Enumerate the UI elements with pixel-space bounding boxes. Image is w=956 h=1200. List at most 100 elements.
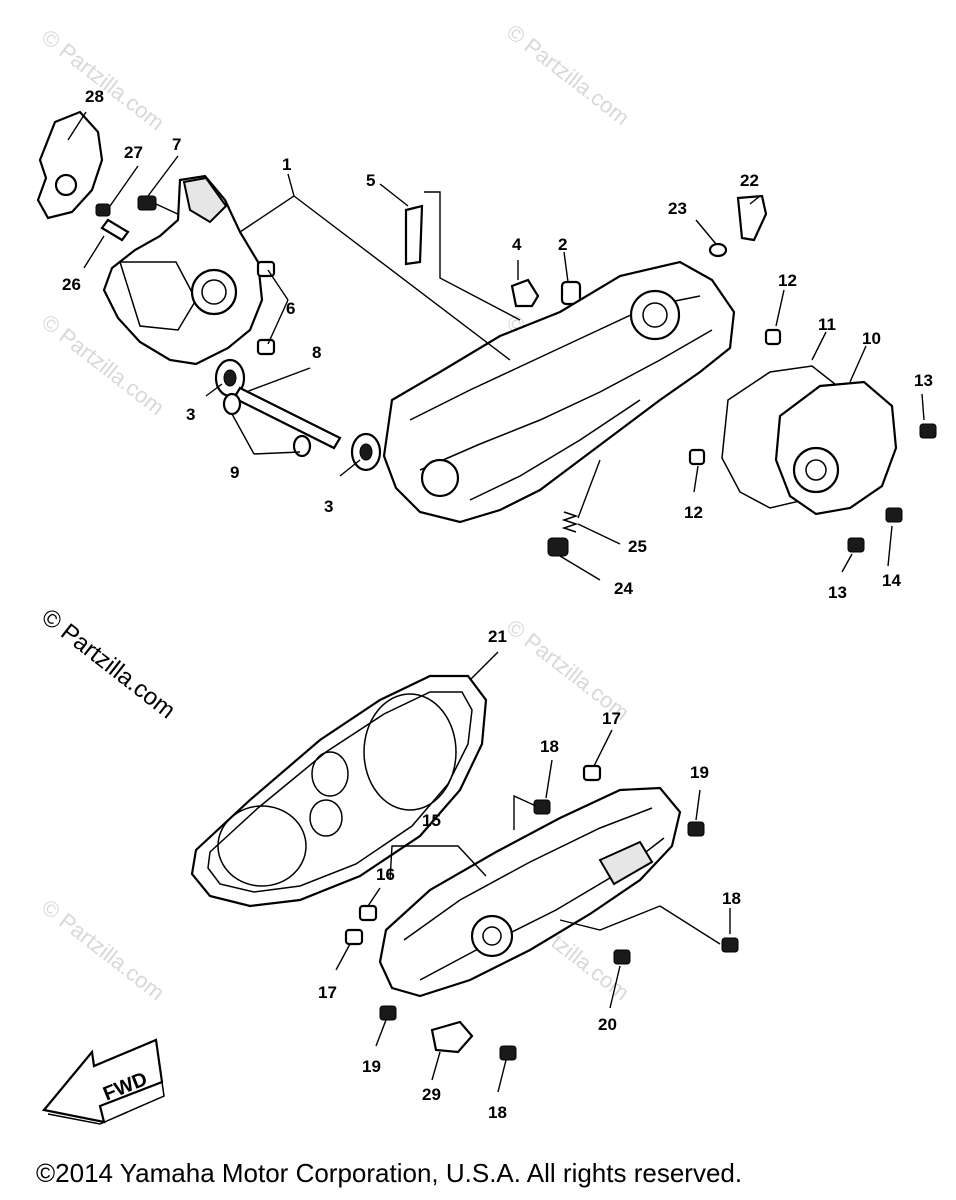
callout-4: 4	[512, 235, 522, 254]
callout-9: 9	[230, 463, 239, 482]
part-10-cover-boss	[792, 446, 840, 494]
part-15-cover-vent	[598, 840, 654, 886]
callout-27: 27	[124, 143, 143, 162]
callout-16: 16	[376, 865, 395, 884]
part-3-bearing-center	[359, 443, 373, 461]
callout-17: 17	[318, 983, 337, 1002]
crankcase-left	[102, 174, 264, 366]
callout-8: 8	[312, 343, 321, 362]
part-12-dowel	[688, 448, 706, 466]
part-19-bolt	[379, 1005, 397, 1021]
callout-26: 26	[62, 275, 81, 294]
part-4-fitting	[510, 278, 540, 308]
part-24-bolt	[547, 537, 569, 557]
callout-3: 3	[186, 405, 195, 424]
part-9-washer	[222, 392, 242, 416]
part-22-plug	[736, 194, 768, 242]
callout-29: 29	[422, 1085, 441, 1104]
callout-18: 18	[540, 737, 559, 756]
callout-23: 23	[668, 199, 687, 218]
callout-1: 1	[282, 155, 291, 174]
watermark-text: © Partzilla.com	[37, 24, 169, 135]
part-28-plate	[36, 110, 104, 220]
crankcase-main-boss	[420, 458, 460, 498]
callout-12: 12	[778, 271, 797, 290]
watermark-text-large: © Partzilla.com	[36, 603, 180, 724]
part-10-cover-boss-inner	[805, 459, 827, 481]
part-26-clip	[100, 218, 130, 242]
part-3-bearing-center	[223, 369, 237, 387]
callout-15: 15	[422, 811, 441, 830]
part-18-bolt	[721, 937, 739, 953]
callout-25: 25	[628, 537, 647, 556]
part-16-dowel	[358, 904, 378, 922]
callout-22: 22	[740, 171, 759, 190]
crankcase-left-bore-inner	[201, 279, 227, 305]
part-13-bolt	[919, 423, 937, 439]
part-2-collar	[560, 280, 582, 306]
crankcase-left-bore	[190, 268, 238, 316]
part-5-pin	[404, 204, 424, 266]
callout-19: 19	[362, 1057, 381, 1076]
part-10-cover	[774, 380, 898, 516]
part-19-bolt	[687, 821, 705, 837]
part-15-cover-boss-inner	[482, 926, 502, 946]
part-6-dowel	[256, 260, 276, 278]
part-17-dowel	[582, 764, 602, 782]
callout-5: 5	[366, 171, 375, 190]
part-7-bolt	[137, 195, 157, 211]
part-15-cover	[378, 786, 682, 998]
part-28-hole	[54, 173, 78, 197]
part-29-clamp	[430, 1020, 474, 1054]
part-13-bolt	[847, 537, 865, 553]
part-12-dowel	[764, 328, 782, 346]
callout-17: 17	[602, 709, 621, 728]
part-21-gasket-hole	[311, 751, 349, 797]
leader-lines-upper	[67, 111, 925, 581]
callout-18: 18	[488, 1103, 507, 1122]
crankcase-main-boss-inner	[642, 302, 668, 328]
callout-21: 21	[488, 627, 507, 646]
part-18-bolt	[533, 799, 551, 815]
fwd-arrow: FWD	[41, 1038, 165, 1125]
part-18-bolt	[499, 1045, 517, 1061]
part-14-bolt	[885, 507, 903, 523]
leader-lines-lower	[335, 651, 731, 1093]
part-23-oring	[708, 242, 728, 258]
part-6-dowel	[256, 338, 276, 356]
callout-10: 10	[862, 329, 881, 348]
watermark-text: © Partzilla.com	[37, 894, 169, 1005]
callout-14: 14	[882, 571, 901, 590]
part-15-cover-boss	[470, 914, 514, 958]
part-21-gasket-inner	[207, 691, 473, 893]
callout-13: 13	[828, 583, 847, 602]
callout-13: 13	[914, 371, 933, 390]
callout-6: 6	[286, 299, 295, 318]
part-27-bolt	[95, 203, 111, 217]
crankcase-left-tab	[182, 176, 228, 224]
watermark-text: © Partzilla.com	[502, 19, 634, 130]
part-21-gasket-window	[217, 805, 307, 887]
part-17-dowel	[344, 928, 364, 946]
crankcase-main-rib	[419, 329, 713, 471]
crankcase-left-rib	[118, 261, 197, 331]
crankcase-main-boss	[629, 289, 681, 341]
crankcase-main-rib	[469, 399, 641, 501]
callout-18: 18	[722, 889, 741, 908]
part-21-gasket-window	[363, 693, 457, 811]
part-21-gasket-hole	[309, 799, 343, 837]
part-9-washer	[292, 434, 312, 458]
part-21-gasket	[190, 674, 488, 908]
callout-7: 7	[172, 135, 181, 154]
callout-labels: 28 27 7 1 5 26 4 2 6 8 3 9 3 22 23 12 11…	[62, 87, 933, 1122]
part-20-bolt	[613, 949, 631, 965]
callout-12: 12	[684, 503, 703, 522]
part-8-shaft	[232, 386, 342, 450]
callout-20: 20	[598, 1015, 617, 1034]
callout-28: 28	[85, 87, 104, 106]
callout-3: 3	[324, 497, 333, 516]
callout-24: 24	[614, 579, 633, 598]
callout-19: 19	[690, 763, 709, 782]
